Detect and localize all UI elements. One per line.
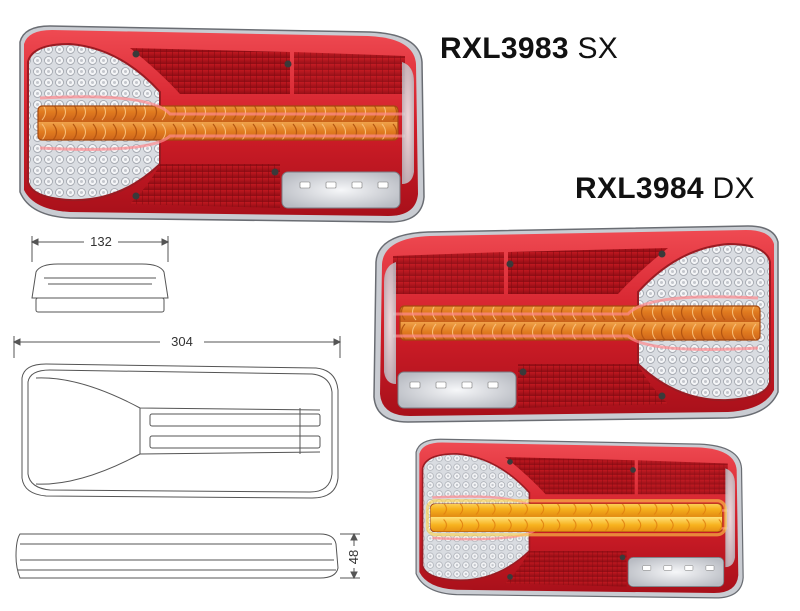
product-side: DX	[712, 172, 755, 205]
product-code: RXL3983	[440, 32, 569, 65]
technical-drawings: 132 304 48	[12, 233, 361, 580]
product-code: RXL3984	[575, 172, 704, 205]
dimension-width: 132	[90, 234, 112, 249]
lamp-photo-lit-indicator	[414, 438, 745, 600]
product-side: SX	[577, 32, 619, 65]
label-right-lamp: RXL3984 DX	[575, 172, 755, 206]
drawing-front-view	[12, 336, 342, 499]
dimension-height: 48	[346, 550, 361, 564]
lamp-photo-right-dx	[372, 224, 780, 424]
dimension-length: 304	[171, 334, 193, 349]
drawing-top-view	[30, 236, 170, 313]
lamp-photo-left-sx	[18, 24, 426, 224]
label-left-lamp: RXL3983 SX	[440, 32, 618, 66]
drawing-side-view	[15, 532, 360, 580]
